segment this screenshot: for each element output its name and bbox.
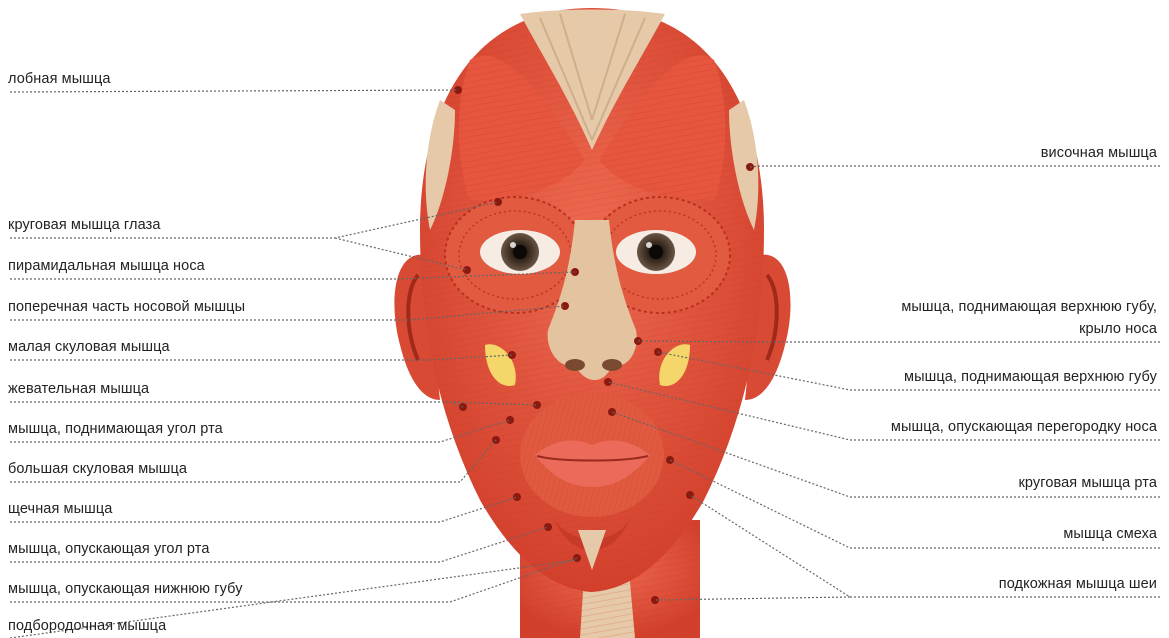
label-risorius: мышца смеха (1063, 525, 1157, 543)
label-zygomaticus-major: большая скуловая мышца (8, 460, 187, 478)
label-depressor-anguli-oris: мышца, опускающая угол рта (8, 540, 210, 558)
label-frontalis: лобная мышца (8, 70, 111, 88)
label-levator-labii-alaeque-line1: мышца, поднимающая верхнюю губу, (901, 298, 1157, 316)
label-masseter: жевательная мышца (8, 380, 149, 398)
label-platysma: подкожная мышца шеи (999, 575, 1157, 593)
label-zygomaticus-minor: малая скуловая мышца (8, 338, 170, 356)
label-levator-labii: мышца, поднимающая верхнюю губу (904, 368, 1157, 386)
label-depressor-septi: мышца, опускающая перегородку носа (891, 418, 1157, 436)
label-depressor-labii: мышца, опускающая нижнюю губу (8, 580, 243, 598)
label-orbicularis-oculi: круговая мышца глаза (8, 216, 160, 234)
label-levator-anguli-oris: мышца, поднимающая угол рта (8, 420, 223, 438)
label-nasalis-transverse: поперечная часть носовой мышцы (8, 298, 245, 316)
label-mentalis: подбородочная мышца (8, 617, 166, 635)
label-temporalis: височная мышца (1041, 144, 1157, 162)
label-procerus: пирамидальная мышца носа (8, 257, 205, 275)
label-orbicularis-oris: круговая мышца рта (1018, 474, 1157, 492)
label-buccinator: щечная мышца (8, 500, 112, 518)
label-levator-labii-alaeque-line2: крыло носа (1079, 320, 1157, 338)
